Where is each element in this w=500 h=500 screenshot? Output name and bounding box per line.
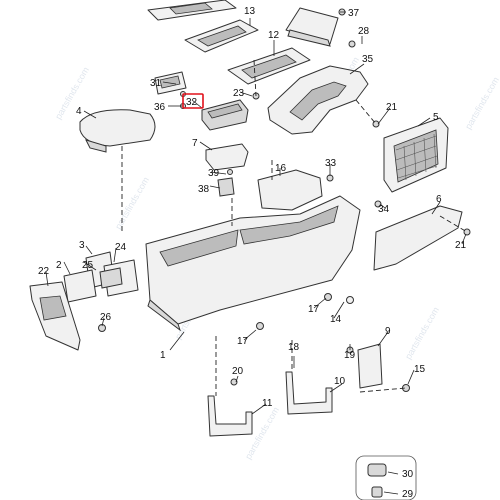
part-5-side-grille-panel[interactable] xyxy=(383,117,449,193)
part-38-connector[interactable] xyxy=(217,177,235,197)
callout-1[interactable]: 1 xyxy=(160,350,166,361)
highlight-box-32 xyxy=(182,93,204,109)
callout-5[interactable]: 5 xyxy=(433,112,439,123)
part-2-cover[interactable] xyxy=(63,269,97,303)
fastener-29[interactable] xyxy=(371,486,383,498)
fastener-14[interactable] xyxy=(346,296,354,304)
part-7-storage-bin[interactable] xyxy=(205,143,249,171)
part-32-control-module[interactable] xyxy=(201,99,249,131)
callout-28[interactable]: 28 xyxy=(358,26,370,37)
fastener-30[interactable] xyxy=(367,463,387,477)
callout-26[interactable]: 26 xyxy=(100,312,112,323)
callout-12[interactable]: 12 xyxy=(268,30,280,41)
callout-23[interactable]: 23 xyxy=(233,88,245,99)
callout-36[interactable]: 36 xyxy=(154,102,166,113)
callout-18[interactable]: 18 xyxy=(288,342,300,353)
callout-30[interactable]: 30 xyxy=(402,469,414,480)
callout-2[interactable]: 2 xyxy=(56,260,62,271)
leader-lines xyxy=(45,11,467,495)
callout-33[interactable]: 33 xyxy=(325,158,337,169)
part-6-side-panel[interactable] xyxy=(373,205,463,271)
callout-21-upper[interactable]: 21 xyxy=(386,102,398,113)
callout-9[interactable]: 9 xyxy=(385,326,391,337)
callout-24[interactable]: 24 xyxy=(115,242,127,253)
watermark-text: partsfinds.com xyxy=(463,75,500,131)
callout-35[interactable]: 35 xyxy=(362,54,374,65)
fastener-34[interactable] xyxy=(374,200,382,208)
callout-labels: 1 2 3 4 5 6 7 9 10 11 12 13 14 15 16 17 … xyxy=(38,6,467,500)
fastener-21-lower[interactable] xyxy=(463,228,471,236)
inset-box xyxy=(355,455,417,500)
part-35-console-trim-panel[interactable] xyxy=(267,65,369,135)
watermark-text: partsfinds.com xyxy=(53,65,91,121)
part-37-storage-tray[interactable] xyxy=(285,7,339,47)
fastener-28[interactable] xyxy=(348,40,356,48)
part-13-trim-plate[interactable] xyxy=(184,19,259,53)
callout-22[interactable]: 22 xyxy=(38,266,50,277)
part-18-bracket[interactable] xyxy=(285,371,333,415)
watermark-text: partsfinds.com xyxy=(403,305,441,361)
callout-13[interactable]: 13 xyxy=(244,6,256,17)
part-22-rear-panel[interactable] xyxy=(29,281,81,351)
callout-4[interactable]: 4 xyxy=(76,106,82,117)
callout-21-lower[interactable]: 21 xyxy=(455,240,467,251)
callout-39[interactable]: 39 xyxy=(208,168,220,179)
assembly-lines xyxy=(121,59,468,396)
callout-10[interactable]: 10 xyxy=(334,376,346,387)
callout-3[interactable]: 3 xyxy=(79,240,85,251)
callout-15[interactable]: 15 xyxy=(414,364,426,375)
callout-17-upper[interactable]: 17 xyxy=(308,304,320,315)
fastener-17-lower[interactable] xyxy=(256,322,264,330)
callout-19[interactable]: 19 xyxy=(344,350,356,361)
part-12-shifter-trim[interactable] xyxy=(227,47,311,85)
callout-16[interactable]: 16 xyxy=(275,163,287,174)
callout-32[interactable]: 32 xyxy=(186,97,198,108)
part-11-bracket[interactable] xyxy=(207,395,253,437)
callout-38[interactable]: 38 xyxy=(198,184,210,195)
callout-29[interactable]: 29 xyxy=(402,489,414,500)
fastener-20[interactable] xyxy=(230,378,238,386)
callout-14[interactable]: 14 xyxy=(330,314,342,325)
callout-7[interactable]: 7 xyxy=(192,138,198,149)
callout-31[interactable]: 31 xyxy=(150,78,162,89)
callout-25[interactable]: 25 xyxy=(82,260,94,271)
part-25-module[interactable] xyxy=(99,267,123,289)
fastener-39[interactable] xyxy=(227,169,233,175)
part-4-armrest-lid[interactable] xyxy=(79,109,156,153)
callout-17-lower[interactable]: 17 xyxy=(237,336,249,347)
fastener-21-upper[interactable] xyxy=(372,120,380,128)
callout-6[interactable]: 6 xyxy=(436,194,442,205)
callout-11[interactable]: 11 xyxy=(262,398,273,409)
part-top-bezel[interactable] xyxy=(147,0,237,21)
callout-20[interactable]: 20 xyxy=(232,366,244,377)
part-1-console-body[interactable] xyxy=(145,169,361,332)
callout-34[interactable]: 34 xyxy=(378,204,390,215)
callout-37[interactable]: 37 xyxy=(348,8,360,19)
fastener-17-upper[interactable] xyxy=(324,293,332,301)
watermark-text: partsfinds.com xyxy=(113,175,151,231)
part-9-bracket[interactable] xyxy=(357,343,383,389)
